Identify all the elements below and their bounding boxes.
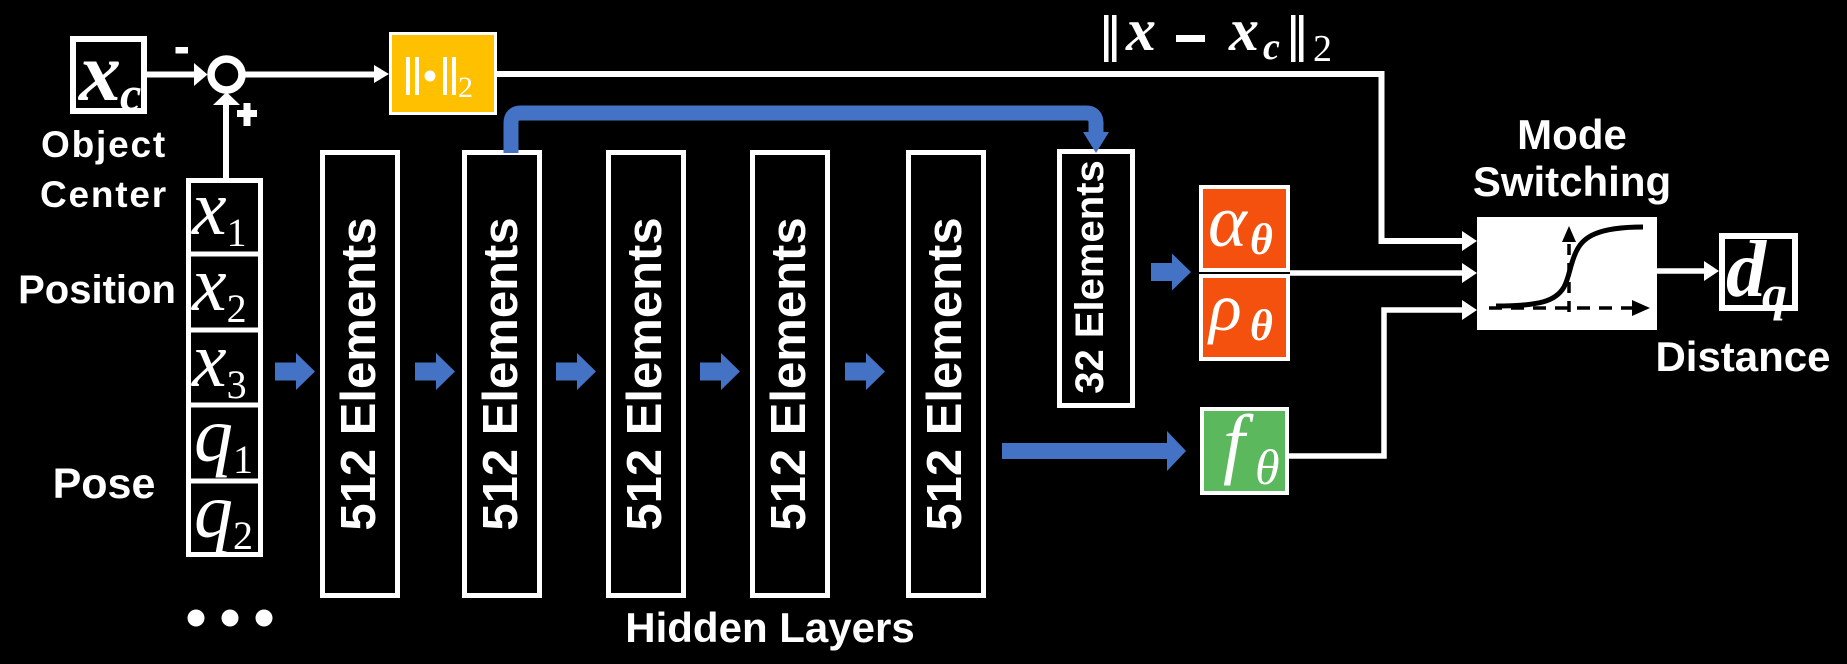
svg-text:2: 2 <box>458 71 473 104</box>
svg-text:α: α <box>1208 181 1249 263</box>
svg-text:x: x <box>77 26 121 119</box>
svg-text:512 Elements: 512 Elements <box>762 217 816 530</box>
svg-text:x: x <box>1228 0 1259 63</box>
svg-text:q2: q2 <box>194 467 253 558</box>
svg-text:32 Elements: 32 Elements <box>1068 160 1112 393</box>
svg-text:Switching: Switching <box>1473 158 1671 205</box>
svg-text:Object: Object <box>41 124 167 165</box>
svg-text:Hidden Layers: Hidden Layers <box>625 604 914 651</box>
svg-text:512 Elements: 512 Elements <box>332 217 386 530</box>
svg-text:Mode: Mode <box>1517 111 1627 158</box>
svg-text:q: q <box>1762 265 1787 321</box>
svg-text:q1: q1 <box>194 391 253 482</box>
svg-text:Position: Position <box>18 268 176 312</box>
svg-text:θ: θ <box>1255 439 1280 495</box>
svg-text:d: d <box>1726 226 1767 314</box>
svg-text:512 Elements: 512 Elements <box>474 217 528 530</box>
svg-text:512 Elements: 512 Elements <box>918 217 972 530</box>
svg-text:ρ: ρ <box>1207 269 1242 345</box>
svg-text:c: c <box>1263 26 1280 68</box>
svg-text:x: x <box>1125 0 1156 63</box>
svg-text:θ: θ <box>1250 215 1273 264</box>
svg-text:Center: Center <box>40 174 168 215</box>
svg-text:Pose: Pose <box>53 460 156 508</box>
svg-text:2: 2 <box>1313 28 1332 70</box>
svg-text:512 Elements: 512 Elements <box>618 217 672 530</box>
svg-text:θ: θ <box>1250 301 1273 350</box>
svg-text:Distance: Distance <box>1655 333 1830 380</box>
svg-text:c: c <box>120 68 141 121</box>
